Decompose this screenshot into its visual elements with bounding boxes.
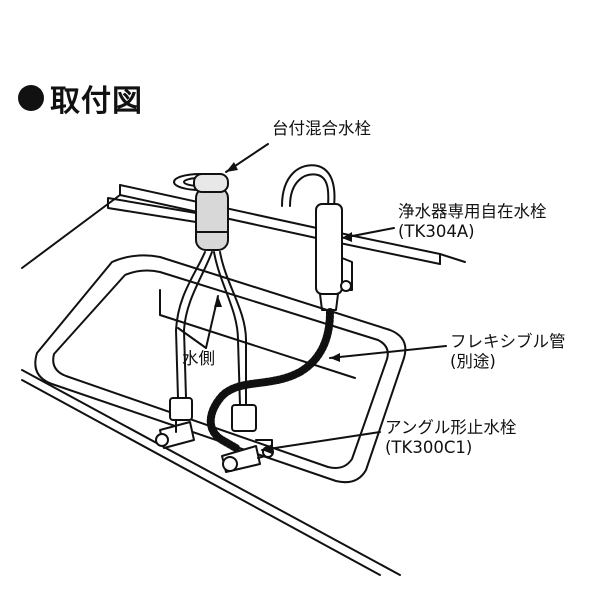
arrowhead-angle-valve: [262, 444, 272, 454]
arrowhead-deck-mixer: [226, 162, 238, 172]
flexible-tube-outline: [210, 311, 331, 449]
label-flexible-tube-name: フレキシブル管: [450, 332, 566, 351]
label-purifier-name: 浄水器専用自在水栓: [398, 202, 547, 221]
purifier-base: [319, 293, 339, 311]
mixer-hose-left-inner: [183, 251, 213, 399]
label-water-side-text: 水側: [182, 349, 215, 368]
sink-outer-rim: [34, 254, 407, 484]
mixer-cap: [193, 173, 229, 193]
arrowhead-water-side-right: [214, 296, 222, 307]
leader-flexible-tube: [329, 345, 447, 359]
label-flexible-tube: フレキシブル管 (別途): [450, 332, 566, 372]
arrowhead-flexible-tube: [330, 353, 340, 362]
sink-basin-bottom: [159, 289, 356, 379]
purifier-gooseneck-inner: [289, 173, 330, 207]
bullet-dot: [18, 85, 44, 111]
mixer-body: [195, 187, 229, 251]
label-deck-mixer: 台付混合水栓: [272, 119, 371, 139]
label-water-side: 水側: [182, 349, 215, 369]
leader-angle-valve: [261, 431, 381, 451]
countertop-front-edge: [21, 369, 401, 576]
label-flexible-tube-note: (別途): [450, 352, 496, 371]
purifier-gooseneck: [281, 164, 336, 207]
countertop-front-lower-edge: [21, 379, 381, 576]
label-angle-valve-model: (TK300C1): [385, 438, 473, 457]
flexible-tube: [206, 308, 334, 452]
angle-valve-left: [155, 397, 195, 449]
label-angle-valve-name: アングル形止水栓: [385, 418, 517, 437]
page-title-text: 取付図: [50, 84, 143, 119]
mixer-hose-right: [213, 251, 241, 406]
angle-valve-right: [221, 404, 274, 473]
mixer-hose-right-inner: [219, 251, 247, 406]
purifier-body: [315, 203, 343, 295]
purifier-valve-knob: [340, 280, 352, 292]
label-purifier-faucet: 浄水器専用自在水栓 (TK304A): [398, 202, 547, 242]
mixer-hose-left: [175, 251, 206, 399]
countertop-left-edge: [21, 184, 121, 269]
sink-inner-rim: [52, 269, 389, 469]
arrowhead-purifier: [342, 232, 352, 242]
label-purifier-model: (TK304A): [398, 222, 475, 241]
label-angle-valve: アングル形止水栓 (TK300C1): [385, 418, 516, 458]
countertop-back-edge-lower: [119, 194, 441, 265]
label-deck-mixer-text: 台付混合水栓: [272, 119, 371, 138]
page-title: 取付図: [18, 76, 143, 120]
leader-water-side-left: [177, 327, 207, 349]
